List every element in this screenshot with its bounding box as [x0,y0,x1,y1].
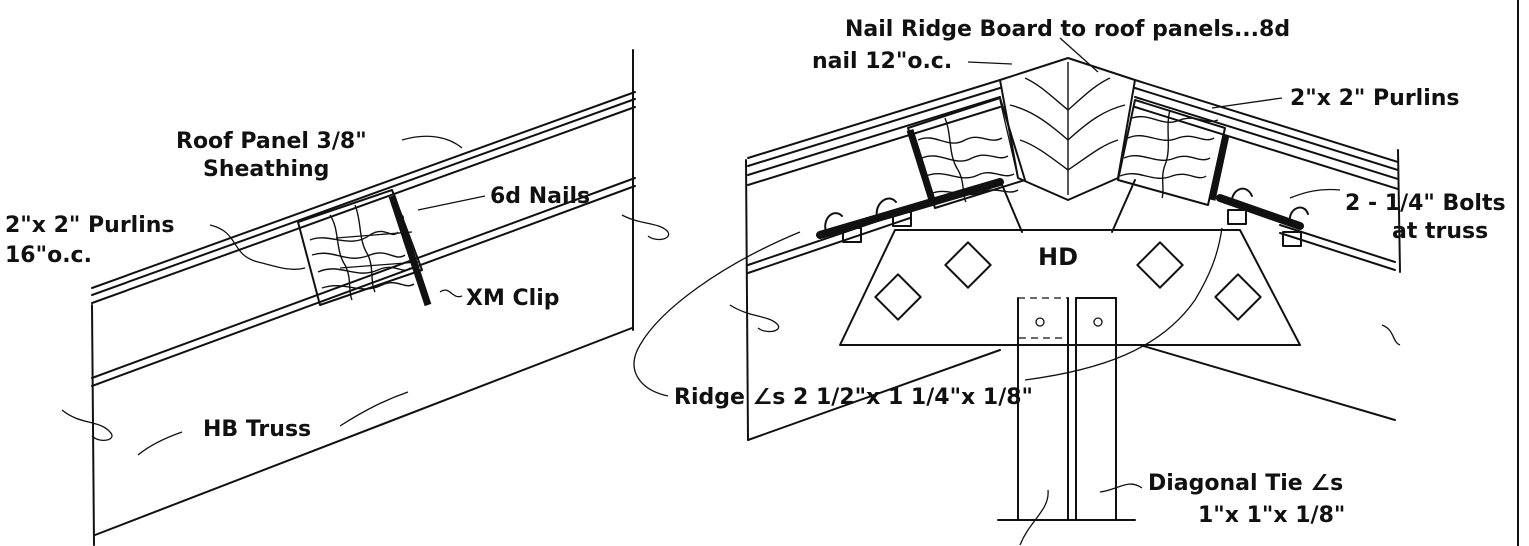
ridge-angles [816,128,1304,239]
right-roof-slope [1134,79,1401,421]
ridge-board-label: Nail Ridge Board to roof panels...8d [845,17,1290,42]
ridge-board-spacing-label: nail 12"o.c. [812,49,952,74]
right-purlin-block [1117,99,1226,206]
left-detail: Roof Panel 3/8" Sheathing 2"x 2" Purlins… [5,49,670,546]
left-roof-slope [729,79,1001,441]
purlins-label: 2"x 2" Purlins [5,213,175,238]
hb-truss-label: HB Truss [203,417,311,442]
right-purlins-label: 2"x 2" Purlins [1290,86,1460,111]
xm-clip [388,194,432,307]
bolts-label: 2 - 1/4" Bolts [1345,191,1506,216]
diagonal-tie [997,297,1136,546]
xm-clip-label: XM Clip [466,286,560,311]
sheathing-label: Sheathing [203,157,329,182]
right-detail: Nail Ridge Board to roof panels...8d nai… [633,17,1506,546]
ridge-angles-label: Ridge ∠s 2 1/2"x 1 1/4"x 1/8" [674,385,1033,410]
hd-gusset-plate [839,229,1301,346]
bolts [824,187,1309,247]
roof-panel-label: Roof Panel 3/8" [176,129,367,154]
nails-label: 6d Nails [490,184,590,209]
hb-truss [61,49,670,546]
ridge-board [999,57,1136,201]
right-leaders [633,37,1341,493]
roof-panel-sheathing [91,91,636,304]
bolts-location-label: at truss [1392,219,1488,244]
diagonal-tie-size-label: 1"x 1"x 1/8" [1198,503,1345,528]
purlin-spacing-label: 16"o.c. [5,243,92,268]
diagonal-tie-label: Diagonal Tie ∠s [1148,471,1343,496]
truss-web [999,179,1136,233]
hd-plate-label: HD [1038,243,1078,271]
left-leaders [137,135,486,456]
purlin-block [297,189,423,306]
